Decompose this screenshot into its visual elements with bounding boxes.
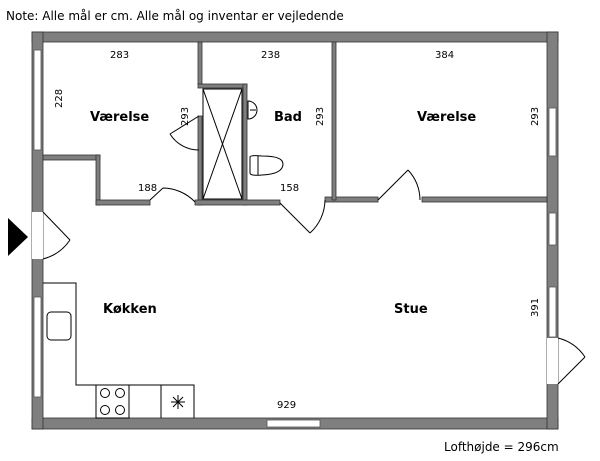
bathroom-fixtures [247, 100, 284, 176]
dim-bathroom-width: 238 [261, 50, 280, 61]
dim-bathroom-side: 293 [315, 107, 326, 126]
dim-hall-width: 188 [138, 183, 157, 194]
dim-bedroom-right-width: 384 [435, 50, 454, 61]
note-text: Note: Alle mål er cm. Alle mål og invent… [6, 9, 344, 23]
bathroom-door [279, 199, 326, 234]
dim-bathroom-door: 158 [280, 183, 299, 194]
dim-bedroom-left-width: 283 [110, 50, 129, 61]
windows [33, 49, 557, 428]
sink-icon [247, 100, 258, 120]
shower [202, 88, 243, 200]
bedroom-right-door [377, 169, 421, 201]
toilet-icon [249, 155, 284, 176]
dim-living-side: 391 [530, 298, 541, 317]
interior-walls [42, 41, 548, 206]
room-label-bathroom: Bad [274, 110, 302, 125]
room-label-living: Stue [394, 302, 428, 317]
kitchen-sink-icon [46, 311, 72, 341]
doors [32, 115, 586, 385]
ceiling-height-text: Lofthøjde = 296cm [444, 440, 559, 454]
fridge-icon [171, 395, 185, 409]
dim-living-width: 929 [277, 400, 296, 411]
entrance-arrow-icon [8, 218, 28, 256]
dim-bedroom-left-side: 293 [180, 107, 191, 126]
room-label-kitchen: Køkken [103, 302, 157, 317]
kitchen-counter [43, 282, 195, 419]
room-label-bedroom-right: Værelse [417, 110, 476, 125]
outer-walls [31, 31, 559, 430]
stove-icon [95, 384, 130, 419]
dim-bedroom-right-side: 293 [530, 107, 541, 126]
hall-door [149, 187, 196, 203]
dim-bedroom-left-height: 228 [54, 89, 65, 108]
bedroom-left-door [169, 115, 200, 151]
room-label-bedroom-left: Værelse [90, 110, 149, 125]
